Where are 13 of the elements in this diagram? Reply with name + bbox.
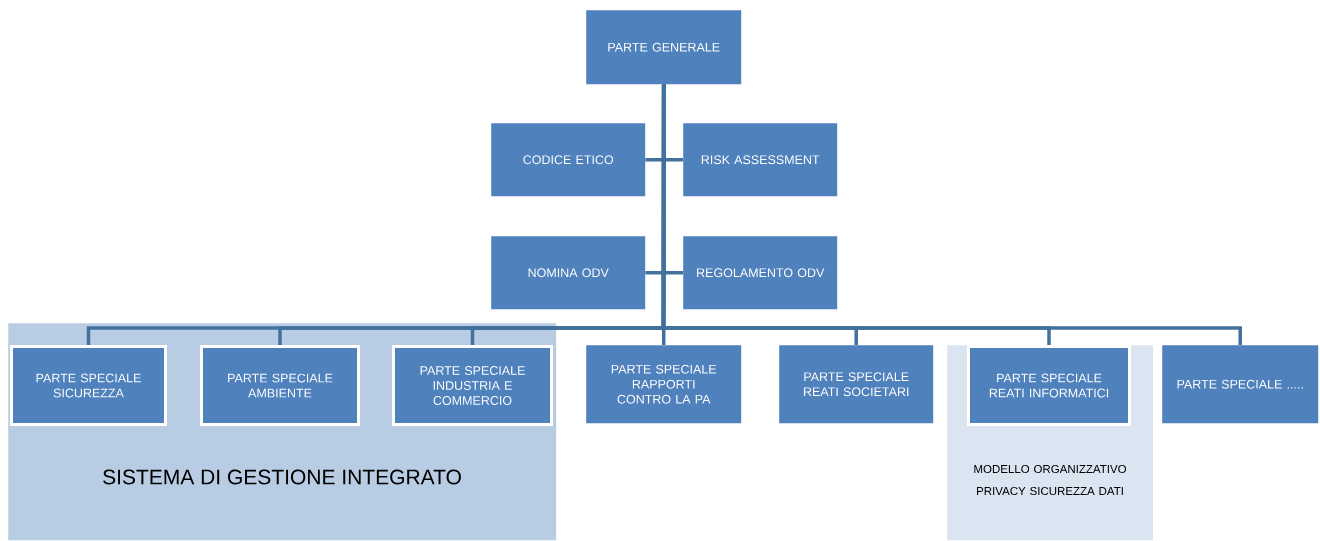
process-box: PARTE SPECIALE INDUSTRIA E COMMERCIO (392, 345, 553, 426)
process-box: PARTE SPECIALE SICUREZZA (10, 345, 167, 426)
connector-line (661, 84, 1242, 345)
process-box: PARTE SPECIALE RAPPORTI CONTRO LA PA (586, 345, 742, 424)
process-box: RISK ASSESSMENT (683, 123, 838, 197)
process-box: PARTE SPECIALE AMBIENTE (200, 345, 360, 426)
process-box: REGOLAMENTO ODV (683, 236, 838, 310)
process-box: PARTE SPECIALE REATI INFORMATICI (967, 345, 1131, 426)
process-box: NOMINA ODV (491, 236, 646, 310)
process-box: CODICE ETICO (491, 123, 646, 197)
process-box: PARTE GENERALE (586, 10, 742, 85)
process-box: PARTE SPECIALE ..... (1162, 345, 1319, 424)
process-box: PARTE SPECIALE REATI SOCIETARI (779, 345, 934, 424)
